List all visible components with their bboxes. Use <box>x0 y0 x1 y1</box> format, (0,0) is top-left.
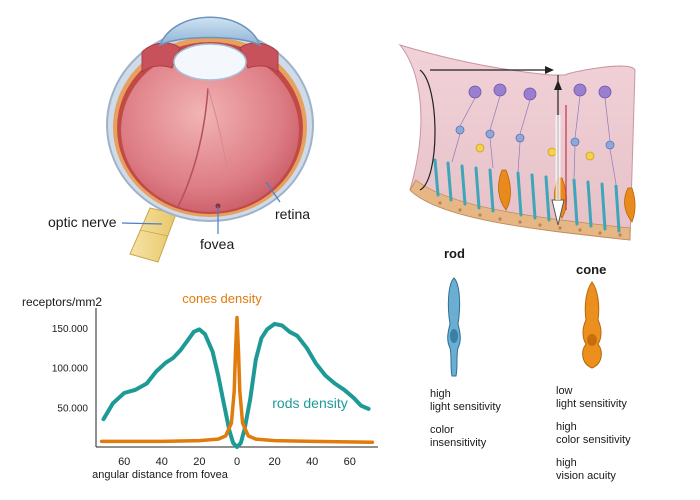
x-tick-label: 0 <box>234 456 240 468</box>
lens-shape <box>173 43 247 81</box>
eye-diagram: optic nerve fovea retina <box>0 0 330 270</box>
x-tick-label: 40 <box>156 456 168 468</box>
x-tick-label: 20 <box>193 456 205 468</box>
cone-note-2-line-2: color sensitivity <box>556 434 631 446</box>
optic-nerve-shape <box>129 207 177 263</box>
chart-series-group <box>99 315 375 449</box>
rod-note-2-line-2: insensitivity <box>430 437 487 449</box>
cone-note-3-line-1: high <box>556 457 577 469</box>
pigment-dots <box>438 201 622 237</box>
y-tick-label: 50.000 <box>57 403 88 414</box>
cone-note-3-line-2: vision acuity <box>556 470 616 482</box>
y-tick-label: 150.000 <box>52 324 89 335</box>
retina-label: retina <box>275 206 311 222</box>
bipolar-cells <box>455 125 615 150</box>
rod-note-1-line-2: light sensitivity <box>430 401 501 413</box>
rod-properties: high light sensitivity color insensitivi… <box>430 388 501 450</box>
cornea-shape <box>158 16 262 47</box>
neuron-fibers <box>451 95 617 185</box>
cone-note-1-line-2: light sensitivity <box>556 398 627 410</box>
cone-cell-illustration <box>582 281 602 369</box>
cone-note-1-line-1: low <box>556 385 573 397</box>
chart-y-ticks: 150.000 100.000 50.000 <box>52 324 89 414</box>
retina-leader <box>265 181 281 203</box>
x-tick-label: 20 <box>268 456 280 468</box>
signal-arrow-left <box>419 69 436 191</box>
rod-label: rod <box>444 246 465 261</box>
rod-cell-illustration <box>447 277 461 377</box>
ciliary-body-left <box>141 42 181 73</box>
fovea-label: fovea <box>200 236 235 252</box>
optic-nerve-leader <box>121 222 163 225</box>
rods-density-label: rods density <box>272 395 347 411</box>
retina-section-diagram <box>380 30 680 260</box>
rod-note-2-line-1: color <box>430 424 454 436</box>
cones-density-line <box>99 315 375 444</box>
chart-x-axis-label: angular distance from fovea <box>92 469 229 481</box>
rods-density-line <box>101 321 371 449</box>
eye-illustration <box>106 16 314 263</box>
rod-note-1-line-1: high <box>430 388 451 400</box>
chart-y-axis-label: receptors/mm2 <box>22 295 102 309</box>
pigment-layer <box>409 179 631 241</box>
cone-properties: low light sensitivity high color sensiti… <box>556 385 631 483</box>
x-tick-label: 60 <box>118 456 130 468</box>
retina-section-illustration <box>398 44 636 241</box>
optic-nerve-label: optic nerve <box>48 214 117 230</box>
receptor-density-chart: receptors/mm2 angular distance from fove… <box>0 280 400 490</box>
y-tick-label: 100.000 <box>52 364 89 375</box>
x-tick-label: 60 <box>344 456 356 468</box>
cone-label: cone <box>576 262 607 277</box>
ciliary-body-right <box>239 42 279 73</box>
rod-cells-row <box>433 158 621 233</box>
cone-note-2-line-1: high <box>556 421 577 433</box>
x-tick-label: 40 <box>306 456 318 468</box>
vitreous-shape <box>121 48 299 212</box>
density-chart-svg: receptors/mm2 angular distance from fove… <box>22 291 378 481</box>
chart-x-ticks: 60 40 20 0 20 40 60 <box>118 456 356 468</box>
cones-density-label: cones density <box>182 291 262 306</box>
